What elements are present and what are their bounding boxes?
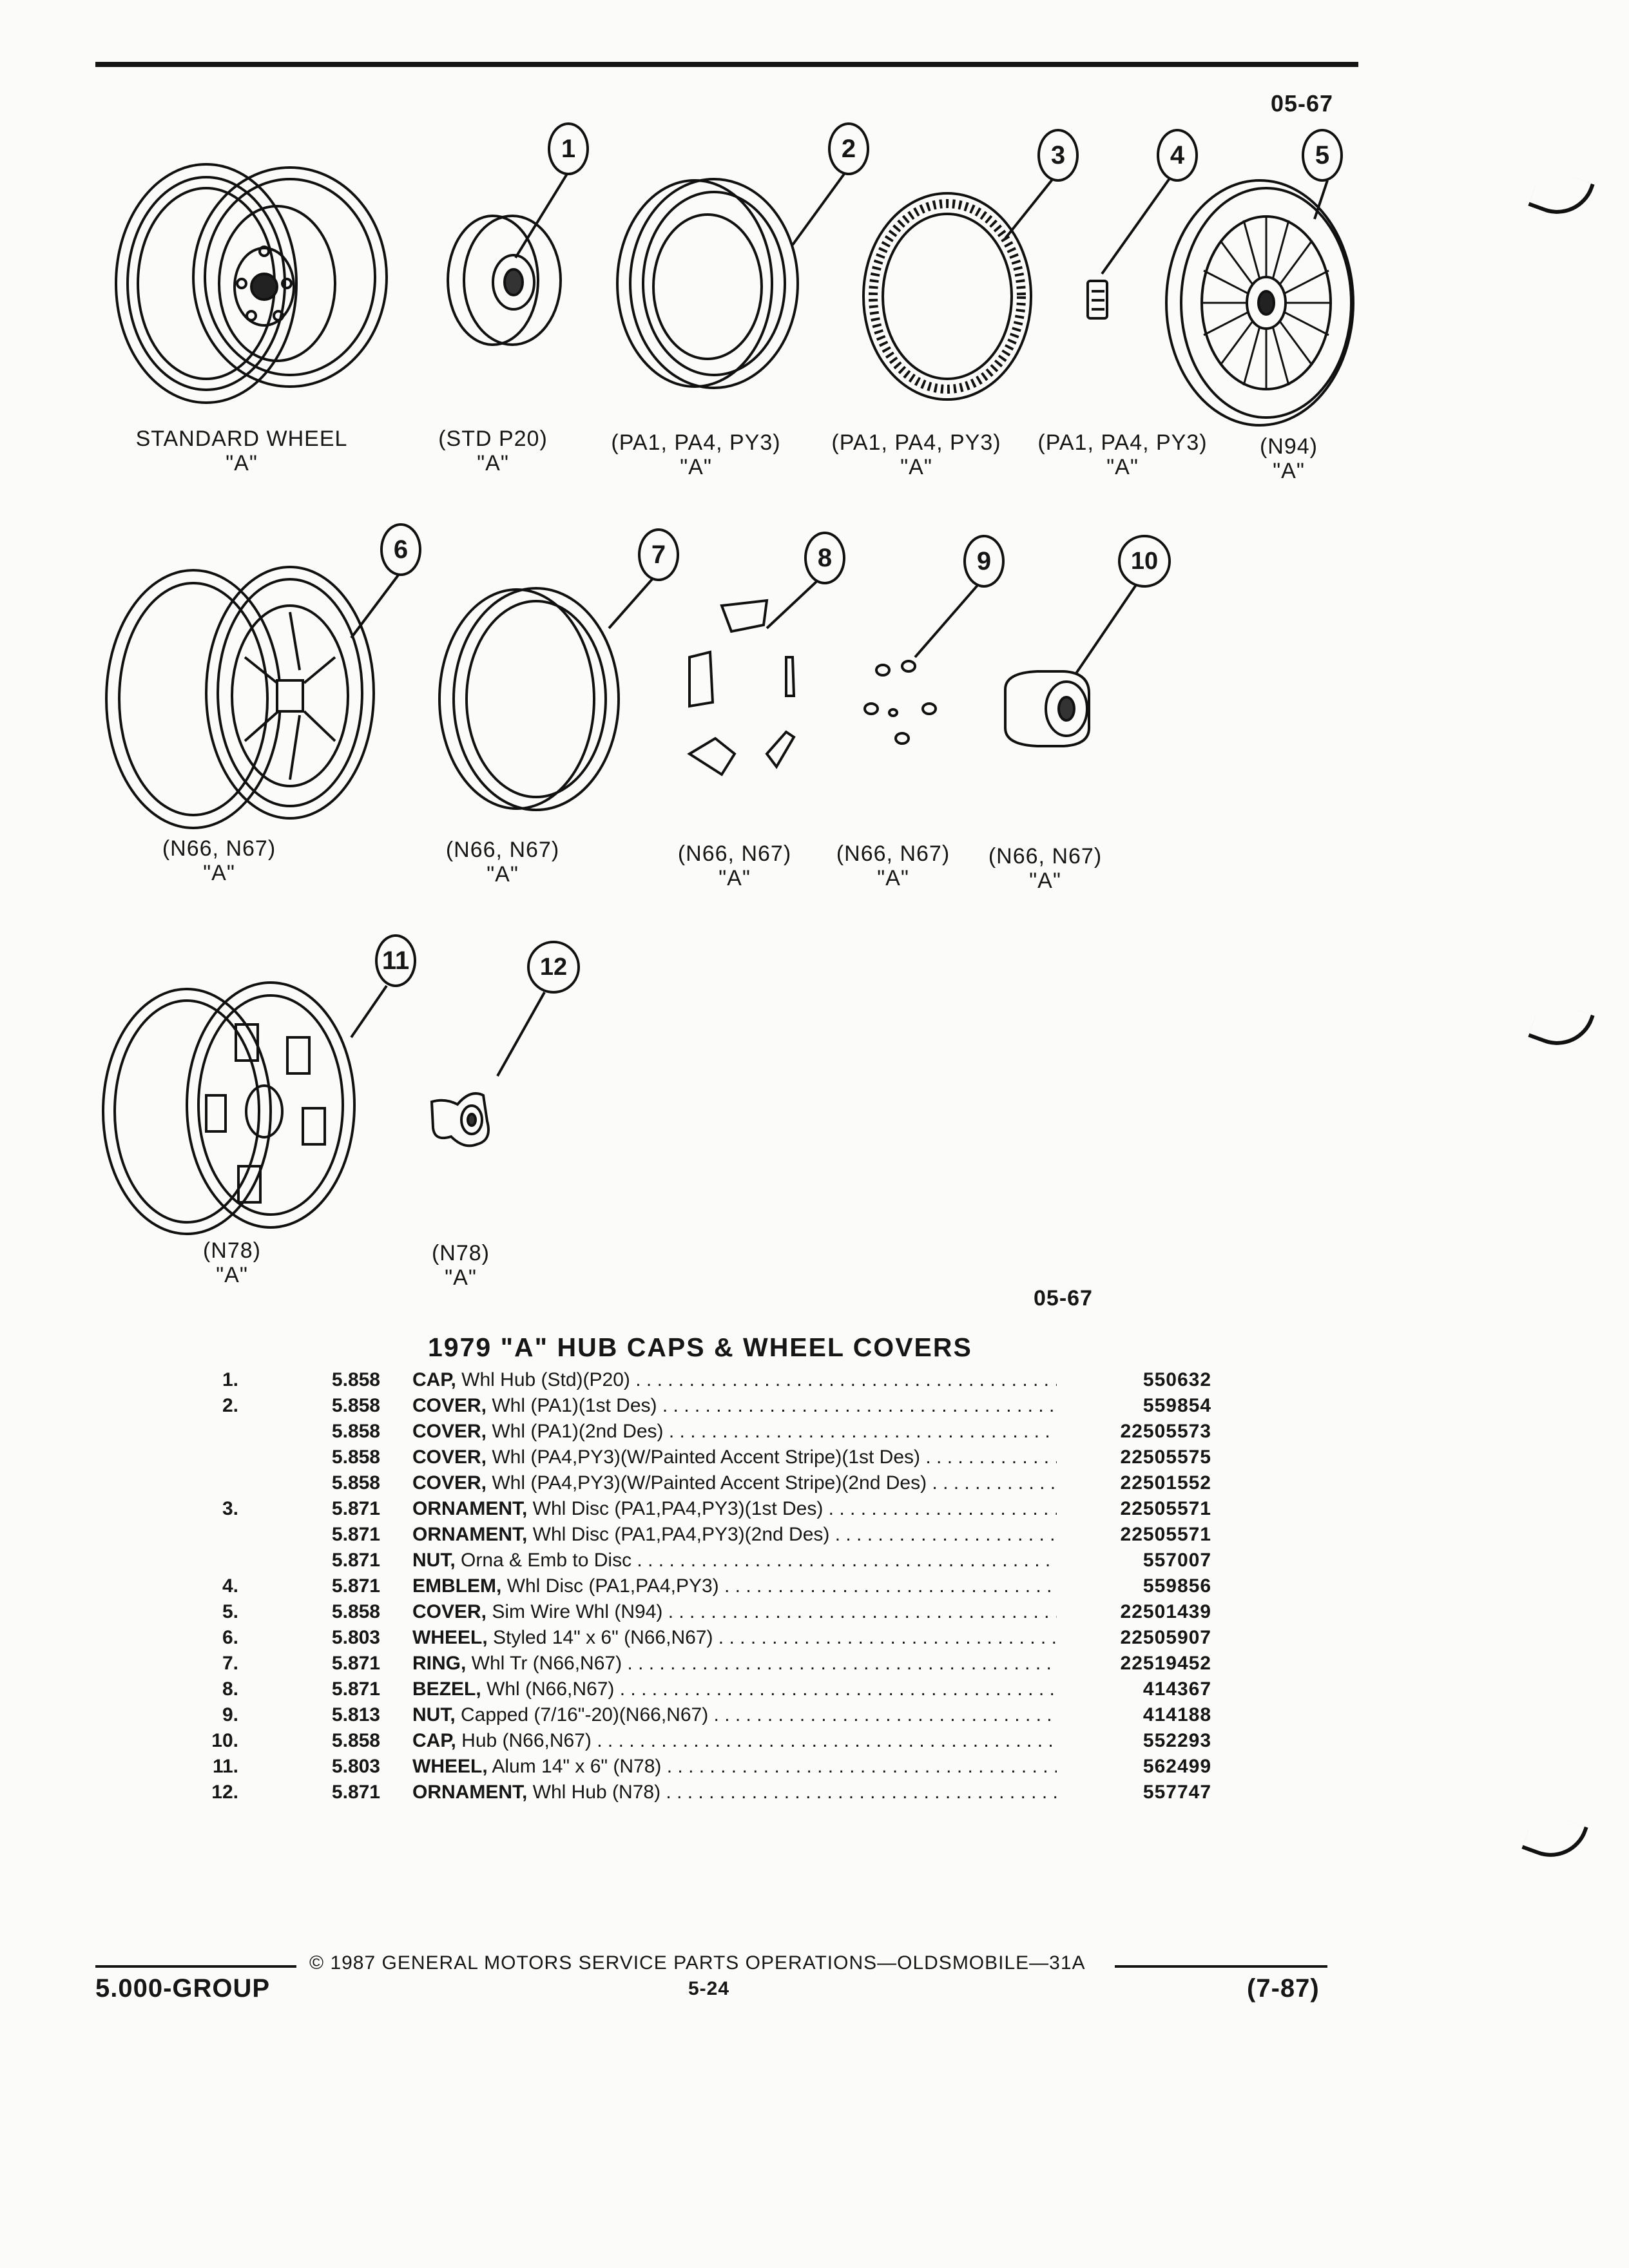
wheel-cover-1-drawing [611, 174, 804, 393]
callout-8: 8 [804, 532, 845, 584]
footer-group: 5.000-GROUP [95, 1974, 271, 2003]
hub-ornament-n78-drawing [425, 1082, 496, 1153]
leader-lines-row-1 [0, 0, 1629, 515]
callout-1: 1 [548, 122, 589, 175]
hub-cap-drawing [441, 200, 570, 354]
trim-ring-drawing [433, 580, 626, 818]
caption-hub-ornament-n78: (N78)"A" [431, 1241, 490, 1290]
callout-6: 6 [380, 523, 421, 576]
caption-cover-3: (PA1, PA4, PY3)"A" [1037, 430, 1208, 479]
wire-wheel-cover-drawing [1160, 174, 1360, 432]
styled-wheel-drawing [97, 554, 380, 838]
binder-mark [1521, 1809, 1588, 1868]
footer-date: (7-87) [1247, 1974, 1320, 2003]
caption-aluminum-wheel: (N78)"A" [202, 1238, 262, 1287]
caption-trim-ring: (N66, N67)"A" [445, 838, 560, 887]
caption-standard-wheel: STANDARD WHEEL"A" [135, 427, 348, 476]
leader-lines-row-3 [0, 0, 1629, 1224]
caption-bezel: (N66, N67)"A" [677, 841, 792, 890]
disc-ornament-drawing [851, 187, 1044, 406]
callout-9: 9 [963, 535, 1005, 588]
section-code: 05-67 [1271, 90, 1334, 117]
callout-5: 5 [1302, 129, 1343, 182]
callout-11: 11 [375, 934, 416, 987]
hub-cap-n66-drawing [992, 664, 1108, 754]
footer-copyright: © 1987 GENERAL MOTORS SERVICE PARTS OPER… [309, 1952, 1086, 1974]
callout-12: 12 [527, 941, 580, 994]
emblem-drawing [1083, 277, 1115, 322]
footer-rule-right [1115, 1965, 1327, 1968]
aluminum-wheel-drawing [90, 973, 361, 1244]
standard-wheel-drawing [110, 155, 400, 406]
callout-4: 4 [1157, 129, 1198, 182]
bezel-set-drawing [670, 593, 831, 799]
callout-2: 2 [828, 122, 869, 175]
callout-10: 10 [1118, 535, 1171, 588]
footer-rule-left [95, 1965, 296, 1968]
capped-nuts-drawing [857, 651, 954, 754]
callout-3: 3 [1037, 129, 1079, 182]
caption-hub-cap-n66: (N66, N67)"A" [988, 844, 1103, 893]
leader-lines-row-2 [0, 0, 1629, 902]
top-rule [95, 62, 1358, 67]
caption-hub-cap: (STD P20)"A" [438, 427, 548, 476]
caption-styled-wheel: (N66, N67)"A" [162, 836, 276, 885]
parts-list-title: 1979 "A" HUB CAPS & WHEEL COVERS [428, 1332, 972, 1362]
footer-page-number: 5-24 [688, 1978, 730, 1999]
callout-7: 7 [638, 528, 679, 581]
caption-wire-cover: (N94)"A" [1259, 434, 1318, 483]
caption-cover-2: (PA1, PA4, PY3)"A" [831, 430, 1001, 479]
caption-cover-1: (PA1, PA4, PY3)"A" [611, 430, 781, 479]
lower-section-code: 05-67 [1034, 1286, 1093, 1311]
caption-capped-nut: (N66, N67)"A" [836, 841, 950, 890]
